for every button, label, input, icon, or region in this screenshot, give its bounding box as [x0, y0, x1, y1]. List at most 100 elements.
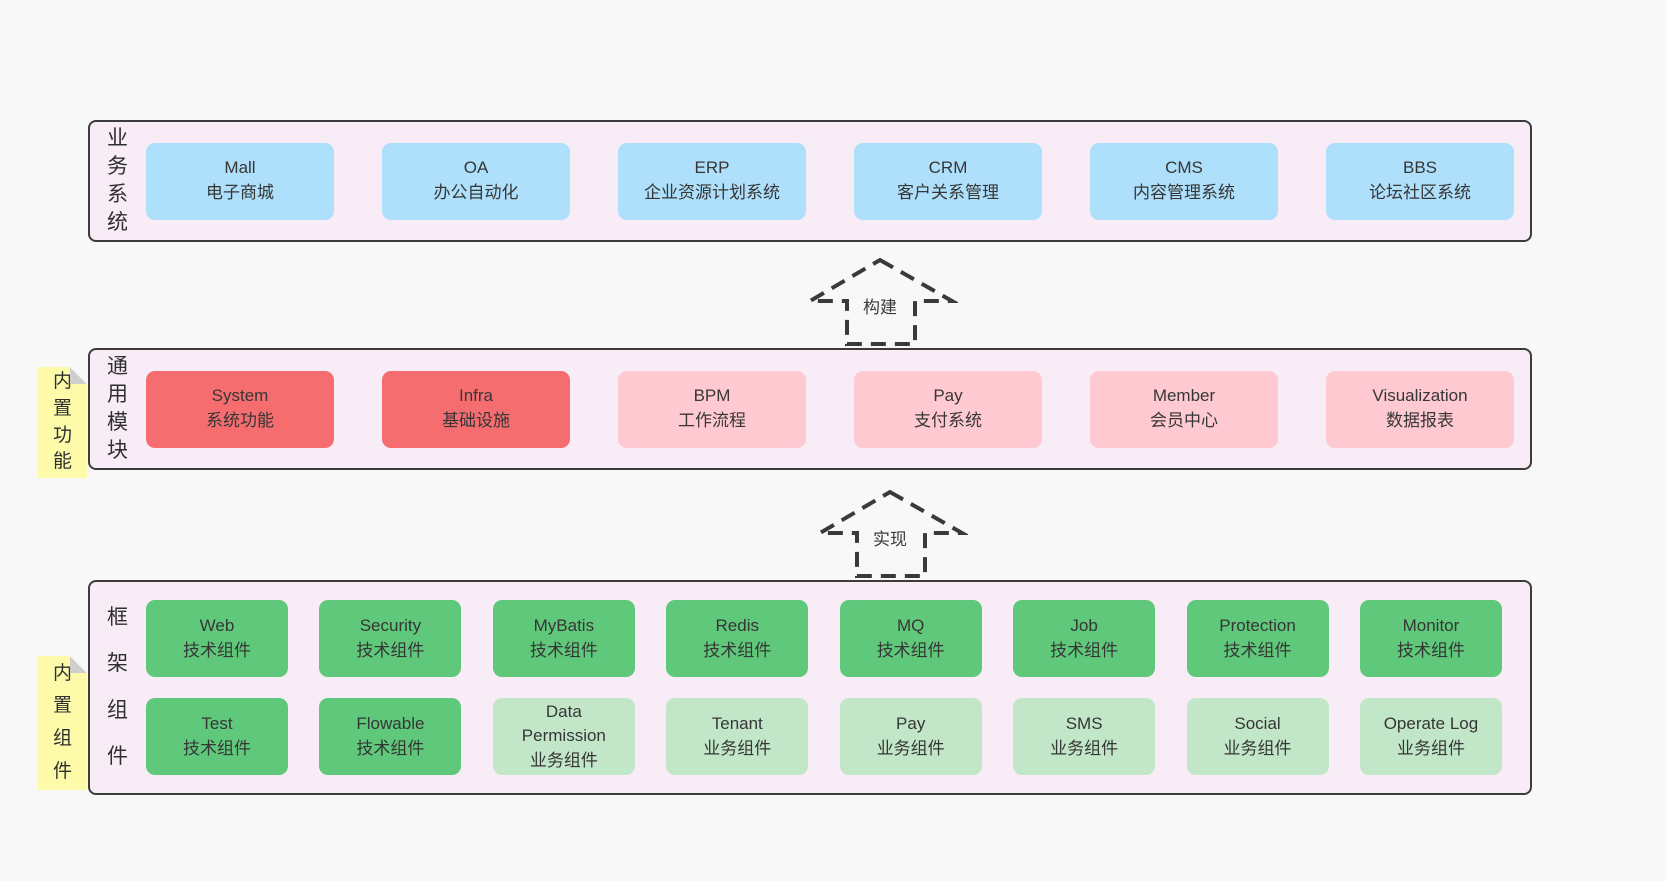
arrow-build: 构建 — [802, 256, 958, 348]
node-crm: CRM 客户关系管理 — [854, 142, 1042, 220]
node-name: CMS — [1165, 158, 1203, 178]
node-sms: SMS 业务组件 — [1013, 698, 1156, 775]
folded-corner-icon — [70, 367, 87, 384]
node-redis: Redis 技术组件 — [666, 600, 809, 677]
node-name: Monitor — [1402, 615, 1460, 635]
node-desc: 支付系统 — [914, 411, 982, 430]
node-desc: 论坛社区系统 — [1369, 183, 1471, 202]
tech-components-row: Web 技术组件 Security 技术组件 MyBatis 技术组件 Redi… — [146, 600, 1502, 677]
node-desc: 技术组件 — [703, 640, 772, 660]
node-name: Operate Log — [1383, 713, 1479, 733]
node-operate-log: Operate Log 业务组件 — [1359, 698, 1502, 775]
node-desc: 业务组件 — [876, 738, 945, 758]
node-cms: CMS 内容管理系统 — [1090, 142, 1278, 220]
node-name: Mall — [224, 158, 256, 178]
framework-components-grid: Web 技术组件 Security 技术组件 MyBatis 技术组件 Redi… — [138, 600, 1530, 775]
node-infra: Infra 基础设施 — [382, 370, 570, 448]
node-desc: 技术组件 — [183, 640, 251, 660]
node-name: Test — [201, 713, 233, 733]
node-job: Job 技术组件 — [1013, 600, 1156, 677]
arrow-implement-label: 实现 — [870, 525, 910, 550]
business-systems-row: Mall 电子商城 OA 办公自动化 ERP 企业资源计划系统 CRM 客户关系… — [138, 142, 1530, 220]
node-name: MyBatis — [533, 615, 595, 635]
node-desc: 技术组件 — [356, 640, 425, 660]
node-desc: 技术组件 — [529, 640, 598, 660]
sticky-note-builtin-components: 内置组件 — [38, 656, 87, 790]
node-name: Visualization — [1372, 386, 1468, 406]
node-desc: 企业资源计划系统 — [644, 183, 780, 202]
node-desc: 技术组件 — [1223, 640, 1292, 660]
node-desc: 业务组件 — [1223, 738, 1292, 758]
node-tenant: Tenant 业务组件 — [666, 698, 809, 775]
node-protection: Protection 技术组件 — [1186, 600, 1329, 677]
band-framework-components: 框架组件 Web 技术组件 Security 技术组件 MyBatis 技术组件… — [88, 580, 1532, 795]
band-label-framework-components: 框架组件 — [107, 606, 128, 768]
node-bbs: BBS 论坛社区系统 — [1326, 142, 1514, 220]
node-desc: 技术组件 — [356, 738, 425, 758]
node-member: Member 会员中心 — [1090, 370, 1278, 448]
node-flowable: Flowable 技术组件 — [319, 698, 462, 775]
node-desc: 内容管理系统 — [1133, 183, 1235, 202]
band-common-modules: 通用模块 System 系统功能 Infra 基础设施 BPM 工作流程 Pay… — [88, 348, 1532, 470]
node-test: Test 技术组件 — [146, 698, 288, 775]
node-desc: 客户关系管理 — [897, 183, 999, 202]
node-desc: 办公自动化 — [433, 183, 519, 202]
node-name: CRM — [928, 158, 968, 178]
node-desc: 基础设施 — [442, 411, 510, 430]
node-name: BBS — [1402, 158, 1438, 178]
node-web: Web 技术组件 — [146, 600, 288, 677]
node-data-permission: Data Permission 业务组件 — [492, 698, 635, 775]
node-name: Tenant — [711, 713, 763, 733]
node-name: Security — [359, 615, 422, 635]
node-name: Social — [1234, 713, 1281, 733]
node-pay-biz: Pay 业务组件 — [839, 698, 982, 775]
node-name: Web — [199, 615, 235, 635]
node-desc: 工作流程 — [678, 411, 746, 430]
node-name: Infra — [458, 386, 494, 406]
band-business-systems: 业务系统 Mall 电子商城 OA 办公自动化 ERP 企业资源计划系统 CRM… — [88, 120, 1532, 242]
sticky-note-builtin-features: 内置功能 — [38, 367, 87, 478]
node-desc: 业务组件 — [703, 738, 772, 758]
node-erp: ERP 企业资源计划系统 — [618, 142, 806, 220]
node-name: OA — [463, 158, 489, 178]
node-mq: MQ 技术组件 — [839, 600, 982, 677]
node-name: Data Permission — [521, 701, 606, 746]
node-social: Social 业务组件 — [1186, 698, 1329, 775]
node-desc: 业务组件 — [1396, 738, 1465, 758]
node-name: MQ — [896, 615, 925, 635]
node-name: Pay — [933, 386, 963, 406]
node-mybatis: MyBatis 技术组件 — [492, 600, 635, 677]
band-label-common-modules: 通用模块 — [107, 354, 128, 463]
node-desc: 技术组件 — [876, 640, 945, 660]
node-name: Pay — [896, 713, 926, 733]
node-name: Redis — [715, 615, 759, 635]
node-desc: 系统功能 — [206, 411, 274, 430]
biz-components-row: Test 技术组件 Flowable 技术组件 Data Permission … — [146, 698, 1502, 775]
block-arrow-up-icon — [802, 257, 958, 346]
node-name: Flowable — [356, 713, 425, 733]
arrow-build-label: 构建 — [860, 293, 900, 318]
node-name: SMS — [1065, 713, 1103, 733]
node-bpm: BPM 工作流程 — [618, 370, 806, 448]
node-desc: 数据报表 — [1386, 411, 1454, 430]
band-label-business-systems: 业务系统 — [107, 126, 128, 235]
node-desc: 技术组件 — [1050, 640, 1119, 660]
node-name: BPM — [693, 386, 731, 406]
node-pay: Pay 支付系统 — [854, 370, 1042, 448]
node-desc: 技术组件 — [183, 738, 251, 758]
node-monitor: Monitor 技术组件 — [1359, 600, 1502, 677]
node-security: Security 技术组件 — [319, 600, 462, 677]
sticky-note-label: 内置功能 — [52, 370, 72, 473]
sticky-note-label: 内置组件 — [52, 662, 72, 782]
node-oa: OA 办公自动化 — [382, 142, 570, 220]
node-system: System 系统功能 — [146, 370, 334, 448]
node-desc: 业务组件 — [529, 750, 598, 770]
node-name: ERP — [694, 158, 730, 178]
folded-corner-icon — [70, 656, 87, 673]
node-name: Job — [1070, 615, 1098, 635]
node-name: System — [211, 386, 269, 406]
node-name: Protection — [1219, 615, 1296, 635]
node-desc: 会员中心 — [1150, 411, 1218, 430]
arrow-implement: 实现 — [812, 488, 968, 580]
node-name: Member — [1152, 386, 1216, 406]
